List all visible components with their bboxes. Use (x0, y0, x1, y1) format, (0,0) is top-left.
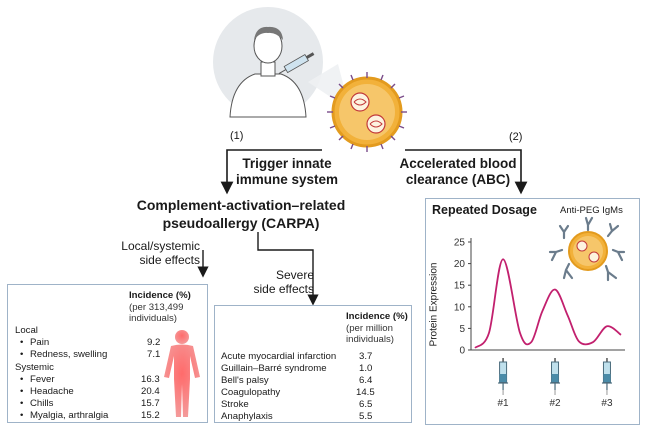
protein-expression-chart: 0 5 10 15 20 25 #1 #2 #3 (454, 238, 625, 409)
y-tick-label: 15 (454, 281, 466, 292)
step2-title-line1: Accelerated blood (399, 156, 517, 171)
severe-table: Incidence (%) (per million individuals) … (214, 305, 412, 423)
row-ami: Acute myocardial infarction (221, 351, 337, 362)
row-gbs-value: 1.0 (359, 363, 373, 374)
step1-number: (1) (230, 130, 244, 142)
severe-line2: side effects (253, 282, 314, 296)
severe-incidence-sub2: individuals) (346, 334, 394, 345)
carpa-title-line2: pseudoallergy (CARPA) (162, 215, 320, 231)
local-incidence-header: Incidence (%) (129, 290, 191, 301)
row-pain: Pain (20, 337, 49, 349)
dose-label: #3 (601, 398, 613, 409)
row-chills-value: 15.7 (141, 398, 160, 409)
row-chills: Chills (20, 398, 54, 410)
repeated-dosage-panel: Repeated Dosage Anti-PEG IgMs Protein Ex… (425, 198, 640, 425)
row-headache-value: 20.4 (141, 386, 160, 397)
row-redness-value: 7.1 (147, 349, 161, 360)
y-tick-label: 10 (454, 302, 466, 313)
chart-title: Repeated Dosage (432, 203, 537, 217)
severe-incidence-sub1: (per million (346, 323, 393, 334)
row-fever: Fever (20, 374, 54, 386)
protein-expression-line (474, 258, 622, 349)
row-coag-value: 14.5 (356, 387, 375, 398)
row-anaphylaxis: Anaphylaxis (221, 411, 273, 422)
row-gbs: Guillain–Barré syndrome (221, 363, 327, 374)
row-myalgia-value: 15.2 (141, 410, 160, 421)
human-body-icon (164, 330, 200, 417)
row-bells-value: 6.4 (359, 375, 373, 386)
local-systemic-label: Local/systemic side effects (96, 239, 200, 267)
dose-syringe-icon (550, 358, 561, 395)
severe-line1: Severe (275, 268, 314, 282)
y-tick-label: 5 (459, 324, 465, 335)
severe-incidence-header: Incidence (%) (346, 311, 408, 322)
row-stroke-value: 6.5 (359, 399, 373, 410)
row-anaphylaxis-value: 5.5 (359, 411, 373, 422)
local-systemic-line1: Local/systemic (121, 239, 200, 253)
y-tick-label: 0 (459, 346, 465, 357)
row-stroke: Stroke (221, 399, 249, 410)
lipid-nanoparticle-icon (327, 72, 407, 152)
step1-title-line2: immune system (235, 172, 339, 187)
chart-annotation: Anti-PEG IgMs (560, 205, 623, 216)
row-myalgia: Myalgia, arthralgia (20, 410, 108, 422)
local-heading: Local (15, 325, 38, 336)
severe-label: Severe side effects (236, 268, 314, 296)
local-incidence-sub2: individuals) (129, 313, 177, 324)
dose-label: #1 (498, 398, 510, 409)
step2-title: Accelerated blood clearance (ABC) (396, 156, 520, 188)
row-fever-value: 16.3 (141, 374, 160, 385)
row-ami-value: 3.7 (359, 351, 373, 362)
dose-label: #2 (549, 398, 561, 409)
step1-title: Trigger innate immune system (232, 156, 342, 188)
step2-title-line2: clearance (ABC) (405, 172, 511, 187)
local-incidence-sub1: (per 313,499 (129, 302, 184, 313)
dose-syringe-icon (498, 358, 509, 395)
step1-title-line1: Trigger innate (242, 156, 332, 171)
carpa-title: Complement-activation–related pseudoalle… (120, 196, 362, 232)
local-systemic-table: Incidence (%) (per 313,499 individuals) … (7, 284, 208, 423)
carpa-title-line1: Complement-activation–related (136, 197, 346, 213)
y-tick-label: 20 (454, 259, 466, 270)
antibody-coated-particle-icon (548, 216, 626, 282)
row-coag: Coagulopathy (221, 387, 281, 398)
row-redness: Redness, swelling (20, 349, 107, 361)
row-headache: Headache (20, 386, 74, 398)
step2-number: (2) (509, 131, 523, 143)
dose-syringe-icon (601, 358, 612, 395)
local-systemic-line2: side effects (139, 253, 200, 267)
row-pain-value: 9.2 (147, 337, 161, 348)
systemic-heading: Systemic (15, 362, 54, 373)
row-bells: Bell's palsy (221, 375, 269, 386)
patient-illustration (213, 7, 350, 118)
y-tick-label: 25 (454, 238, 466, 249)
